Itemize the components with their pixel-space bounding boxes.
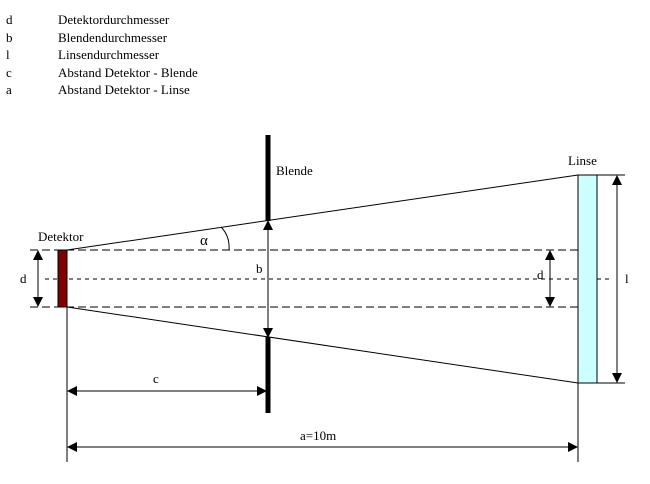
a-label: a=10m	[300, 428, 336, 443]
ray-top	[66, 174, 579, 251]
ray-bottom	[66, 306, 579, 384]
alpha-arc	[220, 226, 230, 251]
alpha-label: α	[200, 233, 208, 249]
l-label: l	[625, 271, 629, 286]
aperture-label: Blende	[276, 163, 313, 178]
d-right-label: d	[537, 267, 544, 282]
lens	[577, 174, 598, 384]
d-left-label: d	[20, 271, 27, 286]
b-label: b	[256, 261, 263, 276]
detector	[57, 249, 68, 308]
lens-label: Linse	[568, 153, 597, 168]
c-label: c	[153, 371, 159, 386]
detector-label: Detektor	[38, 229, 84, 244]
